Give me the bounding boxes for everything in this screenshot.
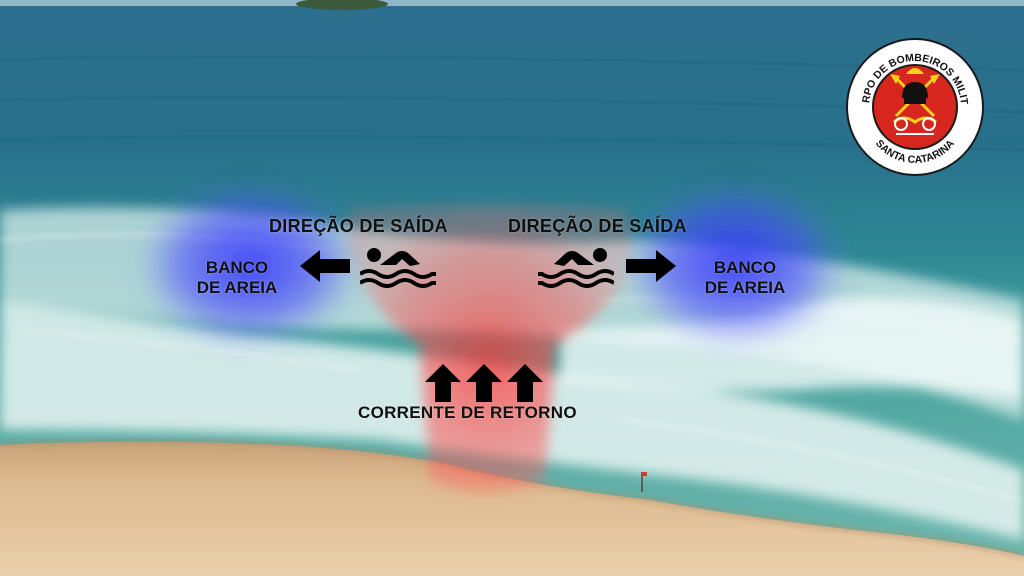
arrow-left-icon bbox=[300, 250, 350, 282]
left-exit-direction-label: DIREÇÃO DE SAÍDA bbox=[269, 216, 448, 236]
helmet-axes-emblem bbox=[890, 68, 940, 135]
fire-department-logo: CORPO DE BOMBEIROS MILITAR SANTA CATARIN… bbox=[846, 38, 984, 176]
swimmer-icon bbox=[538, 248, 614, 288]
right-exit-direction-label: DIREÇÃO DE SAÍDA bbox=[508, 216, 687, 236]
arrow-up-icon bbox=[507, 364, 543, 402]
left-sandbank-line2: DE AREIA bbox=[196, 277, 278, 297]
swimmer-icon bbox=[360, 248, 436, 288]
right-sandbank-label: BANCO DE AREIA bbox=[690, 258, 800, 297]
left-sandbank-line1: BANCO bbox=[205, 258, 269, 277]
arrow-right-icon bbox=[626, 250, 676, 282]
left-sandbank-label: BANCO DE AREIA bbox=[182, 258, 292, 297]
arrow-up-icon bbox=[425, 364, 461, 402]
right-sandbank-line1: BANCO bbox=[713, 258, 777, 277]
arrow-up-icon bbox=[466, 364, 502, 402]
right-sandbank-line2: DE AREIA bbox=[704, 277, 786, 297]
rip-current-label: CORRENTE DE RETORNO bbox=[358, 403, 577, 422]
